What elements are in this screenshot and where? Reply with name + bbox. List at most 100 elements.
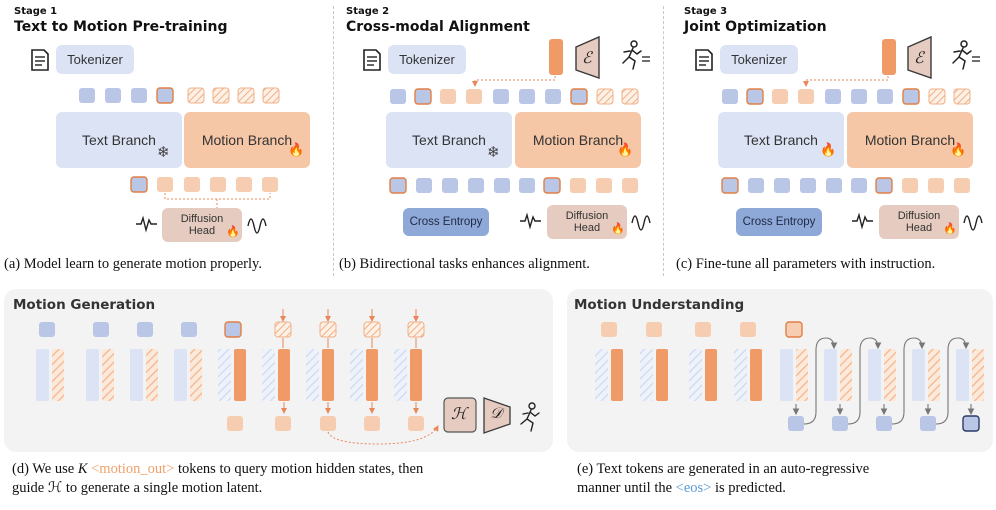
diffusion-head-box: Diffusion Head — [547, 205, 627, 239]
stage-1-title: Text to Motion Pre-training — [14, 19, 228, 35]
text-token — [851, 89, 867, 104]
running-person-icon — [952, 40, 980, 70]
encoder-icon — [575, 35, 600, 79]
stage-3-output-tokens — [721, 177, 970, 194]
document-icon — [695, 49, 713, 71]
caption-e-line-1: (e) Text tokens are generated in an auto… — [577, 461, 870, 477]
text-token — [39, 322, 55, 337]
text-token — [494, 178, 510, 193]
motion-branch-label: Motion Branch — [532, 132, 624, 148]
text-token-outlined — [156, 87, 174, 104]
waveform-icon — [520, 212, 541, 230]
motion-token — [622, 178, 638, 193]
generation-bottom-tokens — [227, 416, 424, 431]
decoder-symbol: 𝒟 — [490, 404, 502, 422]
text-token — [105, 88, 121, 103]
stage-2-label: Stage 2 — [346, 6, 390, 17]
motion-understanding-title: Motion Understanding — [574, 297, 745, 313]
flame-icon: 🔥 — [288, 142, 305, 157]
text-branch-label: Text Branch — [412, 132, 486, 148]
caption-e-text: manner until the — [577, 480, 676, 496]
stage-3-input-tokens — [722, 88, 971, 105]
motion-token — [740, 322, 756, 337]
text-token-outlined — [902, 88, 920, 105]
motion-token — [695, 322, 711, 337]
text-token — [788, 416, 804, 431]
motion-token — [157, 177, 173, 192]
text-branch-box: Text Branch — [718, 112, 844, 168]
running-person-icon — [622, 40, 650, 70]
stage-2-title: Cross-modal Alignment — [346, 19, 530, 35]
motion-branch-label: Motion Branch — [864, 132, 956, 148]
caption-d-line-2: guide ℋ to generate a single motion late… — [12, 479, 552, 498]
motion-token — [798, 89, 814, 104]
motion-branch-label: Motion Branch — [201, 132, 293, 148]
waveform-icon — [136, 215, 157, 233]
text-token-outlined — [414, 88, 432, 105]
motion-token — [184, 177, 200, 192]
wave-icon — [247, 218, 267, 234]
encoder-symbol: ℰ — [914, 48, 924, 67]
diffusion-head-block — [443, 397, 477, 433]
text-branch-label: Text Branch — [82, 132, 156, 148]
stage-1-input-tokens — [79, 87, 280, 104]
cross-entropy-box: Cross Entropy — [736, 208, 822, 236]
diffusion-head-label-1: Diffusion — [180, 213, 224, 225]
caption-e-line-2: manner until the <eos> is predicted. — [577, 479, 987, 498]
stage-divider-1 — [333, 6, 334, 276]
understanding-hidden-bars — [595, 349, 984, 401]
query-token — [363, 321, 381, 338]
text-token — [748, 178, 764, 193]
stage-1-output-tokens — [130, 176, 278, 209]
tokenizer-box: Tokenizer — [388, 45, 466, 74]
caption-b: (b) Bidirectional tasks enhances alignme… — [339, 256, 590, 272]
tokenizer-box: Tokenizer — [56, 45, 134, 74]
query-token — [187, 87, 205, 104]
query-token — [953, 88, 971, 105]
flame-icon: 🔥 — [820, 142, 837, 157]
text-token — [826, 178, 842, 193]
query-token — [212, 87, 230, 104]
query-token — [621, 88, 639, 105]
motion-token — [954, 178, 970, 193]
text-token — [93, 322, 109, 337]
caption-d-line-1: (d) We use K <motion_out> tokens to quer… — [12, 460, 552, 479]
motion-token — [236, 177, 252, 192]
caption-d-k: K — [77, 461, 88, 477]
flame-icon: 🔥 — [611, 223, 625, 235]
query-token — [319, 321, 337, 338]
caption-e-text: is predicted. — [711, 480, 786, 496]
motion-token — [210, 177, 226, 192]
motion-token — [601, 322, 617, 337]
text-token — [877, 89, 893, 104]
text-token — [137, 322, 153, 337]
query-token — [407, 321, 425, 338]
motion-token — [275, 416, 291, 431]
motion-token — [596, 178, 612, 193]
cross-entropy-box: Cross Entropy — [403, 208, 489, 236]
caption-e: (e) Text tokens are generated in an auto… — [577, 460, 987, 498]
motion-token — [646, 322, 662, 337]
running-person-icon — [520, 402, 540, 432]
text-token — [416, 178, 432, 193]
motion-token — [466, 89, 482, 104]
motion-token — [262, 177, 278, 192]
understanding-bottom-tokens — [788, 415, 980, 432]
caption-c: (c) Fine-tune all parameters with instru… — [676, 256, 936, 272]
query-token — [274, 321, 292, 338]
query-token — [928, 88, 946, 105]
text-token — [800, 178, 816, 193]
text-token-outlined — [130, 176, 148, 193]
wave-icon — [631, 215, 651, 231]
diffusion-head-label-2: Head — [573, 222, 601, 234]
caption-d-text: (d) We use — [12, 461, 78, 477]
text-token — [468, 178, 484, 193]
document-icon — [363, 49, 381, 71]
text-token-outlined — [543, 177, 561, 194]
motion-token — [928, 178, 944, 193]
generation-top-tokens — [39, 321, 425, 338]
text-token — [519, 89, 535, 104]
text-branch-box: Text Branch — [56, 112, 182, 168]
